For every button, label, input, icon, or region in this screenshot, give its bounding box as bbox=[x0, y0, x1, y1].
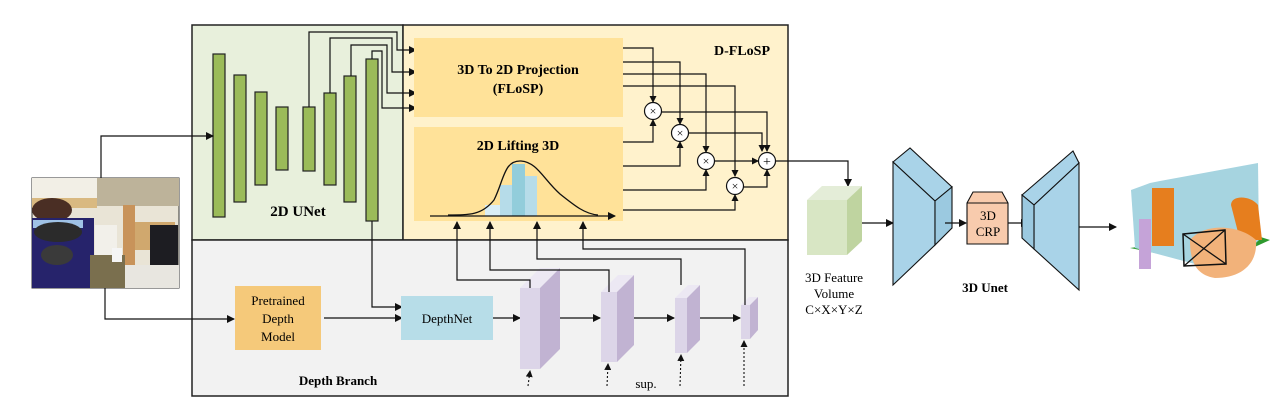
multiply-node bbox=[725, 176, 745, 196]
crp-line1: 3D bbox=[980, 208, 996, 223]
add-node bbox=[757, 151, 777, 171]
crp-line2: CRP bbox=[976, 224, 1001, 239]
pretrained-line2: Depth bbox=[262, 311, 294, 326]
unet-bar bbox=[343, 75, 357, 203]
unet3d-label: 3D Unet bbox=[962, 280, 1009, 295]
unet-bar bbox=[233, 74, 247, 203]
lifting-label: 2D Lifting 3D bbox=[477, 139, 559, 154]
depth-feature-block bbox=[520, 268, 560, 369]
depth-branch-label: Depth Branch bbox=[299, 373, 378, 388]
input-image bbox=[31, 177, 180, 289]
multiply-node bbox=[670, 123, 690, 143]
unet2d-bars bbox=[212, 53, 379, 222]
crp-block bbox=[966, 191, 1009, 245]
unet-bar bbox=[254, 91, 268, 186]
dflosp-label: D-FLoSP bbox=[714, 44, 770, 59]
unet3d-encoder bbox=[892, 147, 953, 287]
feature-volume-line1: 3D Feature bbox=[805, 270, 863, 285]
multiply-node bbox=[643, 101, 663, 121]
pretrained-depth-model-box bbox=[235, 286, 321, 350]
depth-feature-block bbox=[741, 297, 758, 339]
multiply-nodes: × × × × bbox=[643, 101, 745, 196]
depth-distribution-histogram bbox=[485, 164, 537, 216]
hist-bar bbox=[525, 176, 537, 216]
projection-label-line2: (FLoSP) bbox=[493, 82, 544, 97]
sup-label: sup. bbox=[635, 376, 656, 391]
gaussian-curve bbox=[447, 160, 599, 216]
depthnet-box bbox=[401, 296, 493, 340]
unet-bar bbox=[212, 53, 226, 218]
unet2d-label: 2D UNet bbox=[270, 204, 325, 220]
multiply-symbol: × bbox=[703, 154, 710, 168]
hist-bar bbox=[485, 205, 500, 216]
pretrained-line1: Pretrained bbox=[251, 293, 305, 308]
projection-label-line1: 3D To 2D Projection bbox=[457, 63, 579, 78]
multiply-symbol: × bbox=[650, 104, 657, 118]
projection-box bbox=[414, 38, 623, 117]
feature-volume-line3: C×X×Y×Z bbox=[805, 302, 862, 317]
hist-bar bbox=[512, 164, 525, 216]
hist-bar bbox=[500, 185, 512, 216]
unet3d-decoder bbox=[1021, 150, 1080, 292]
unet-bar bbox=[323, 92, 337, 186]
depth-feature-block bbox=[675, 285, 700, 353]
multiply-node bbox=[696, 151, 716, 171]
add-symbol: + bbox=[763, 155, 771, 170]
multiply-symbol: × bbox=[677, 126, 684, 140]
depth-features bbox=[520, 268, 758, 369]
feature-volume-cube bbox=[807, 186, 862, 255]
unet-bar bbox=[275, 106, 289, 171]
pretrained-line3: Model bbox=[261, 329, 295, 344]
depth-feature-block bbox=[601, 275, 634, 362]
output-voxel-scene bbox=[1130, 163, 1270, 278]
feature-volume-line2: Volume bbox=[814, 286, 854, 301]
multiply-symbol: × bbox=[732, 179, 739, 193]
depthnet-label: DepthNet bbox=[422, 311, 473, 326]
unet-bar bbox=[302, 106, 316, 172]
unet-bar bbox=[365, 58, 379, 222]
